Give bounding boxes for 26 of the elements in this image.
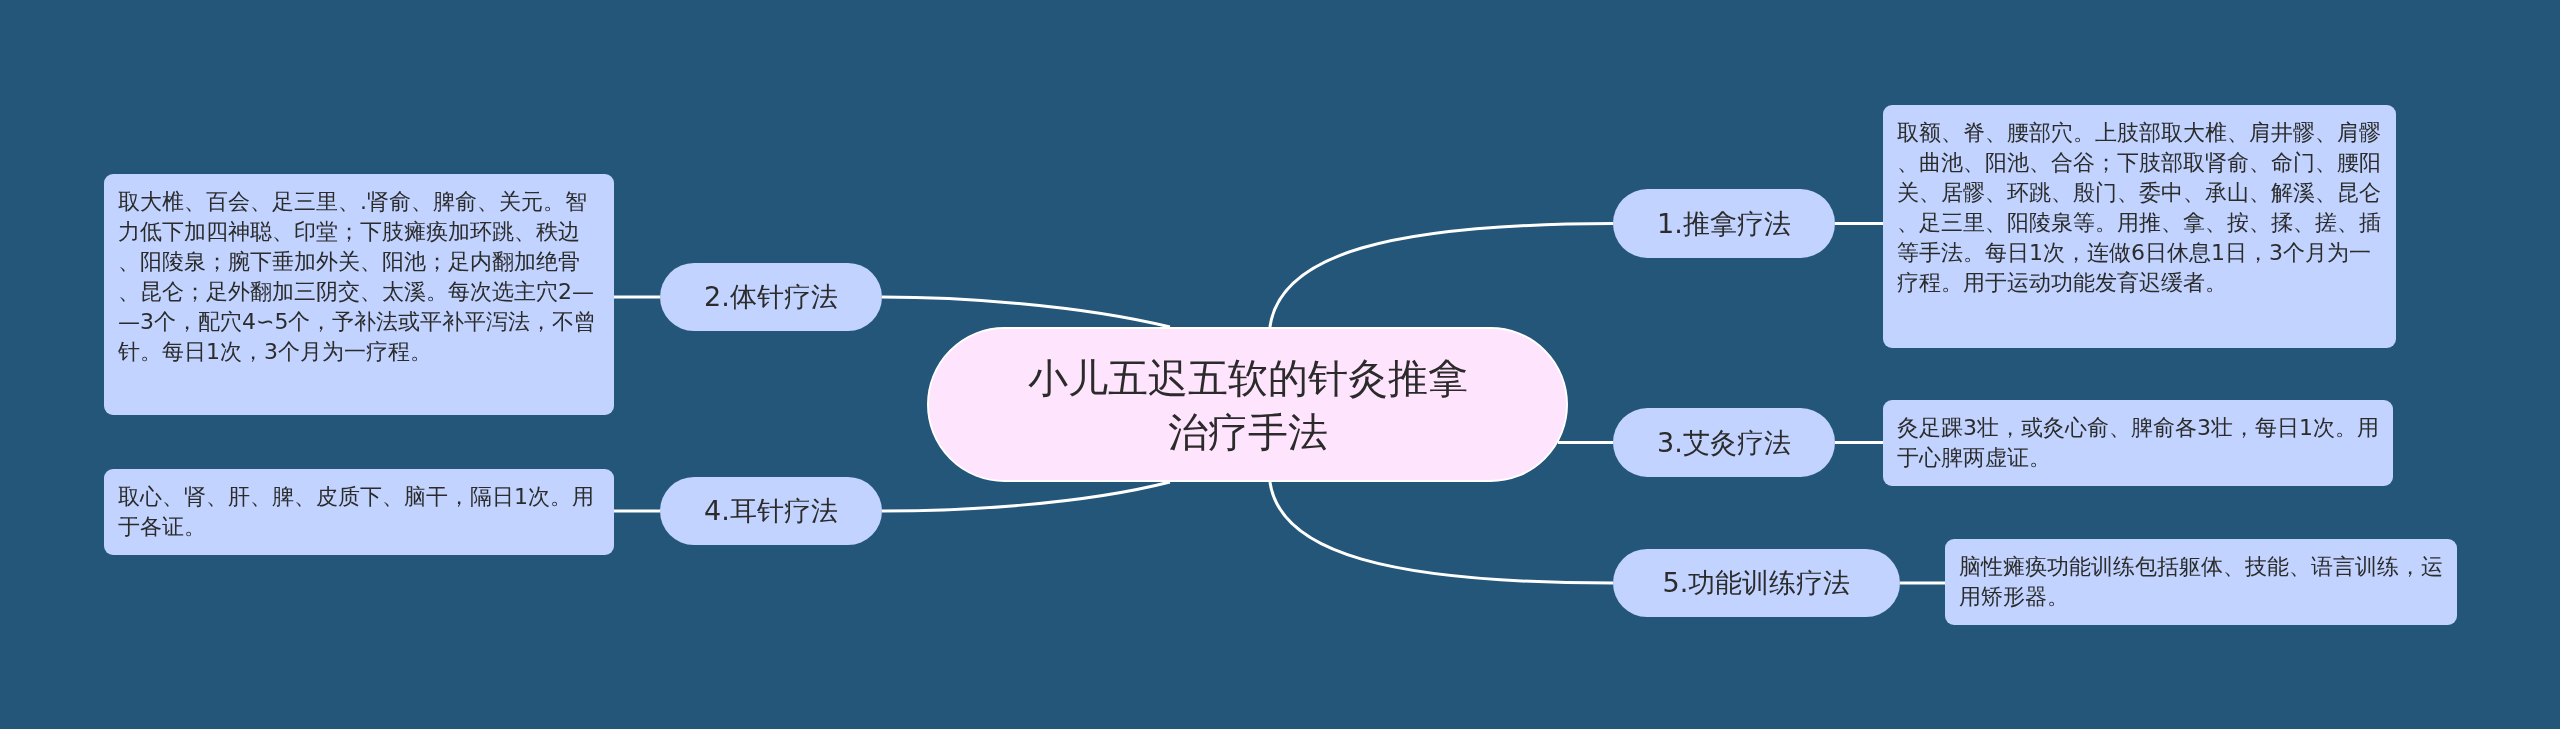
connector-line bbox=[1835, 441, 1883, 444]
note-card bbox=[1883, 400, 2393, 486]
connector-line bbox=[1268, 481, 1613, 585]
note-card bbox=[1945, 539, 2457, 625]
connector-line bbox=[614, 295, 660, 299]
topic-label: 2.体针疗法 bbox=[704, 280, 838, 314]
note-text: 灸足踝3壮，或灸心俞、脾俞各3壮，每日1次。用于心脾两虚证。 bbox=[1897, 414, 2379, 472]
connector-line bbox=[1835, 222, 1883, 225]
topic-label: 4.耳针疗法 bbox=[704, 494, 838, 528]
connector-line bbox=[1268, 222, 1614, 328]
connector-line bbox=[614, 509, 660, 513]
connector-line bbox=[882, 480, 1171, 513]
note-text: 取心、肾、肝、脾、皮质下、脑干，隔日1次。用于各证。 bbox=[118, 483, 595, 541]
topic-label: 1.推拿疗法 bbox=[1657, 206, 1791, 241]
note-card bbox=[1883, 105, 2396, 348]
note-text: 取额、脊、腰部穴。上肢部取大椎、肩井髎、肩髎、曲池、阳池、合谷；下肢部取肾俞、命门、腰阳关、居髎、环跳、殷门、委中、承山、解溪、昆仑、足三里、阳陵泉等。用推、拿、按、揉、搓、插等手法。每日1次，连做6日休息1日，3个月为一疗程。用于运动功能发育迟缓者。 bbox=[1897, 119, 2382, 297]
note-text: 取大椎、百会、足三里、.肾俞、脾俞、关元。智力低下加四神聪、印堂；下肢瘫痪加环跳、秩边、阳陵泉；腕下垂加外关、阳池；足内翻加绝骨、昆仑；足外翻加三阴交、太溪。每次选主穴2——3个，配穴4∽5个，予补法或平补平泻法，不曾针。每日1次，3个月为一疗程。 bbox=[118, 188, 598, 366]
connector-line bbox=[1900, 581, 1945, 585]
topic-title: 小儿五迟五软的针灸推拿治疗手法 bbox=[1026, 353, 1469, 457]
note-text: 脑性瘫痪功能训练包括躯体、技能、语言训练，运用矫形器。 bbox=[1959, 553, 2443, 611]
note-card bbox=[104, 174, 614, 415]
topic-label: 5.功能训练疗法 bbox=[1662, 566, 1851, 600]
connector-line bbox=[1558, 441, 1613, 444]
connector-line bbox=[882, 295, 1171, 329]
topic-label: 3.艾灸疗法 bbox=[1657, 425, 1791, 460]
note-card bbox=[104, 469, 614, 555]
